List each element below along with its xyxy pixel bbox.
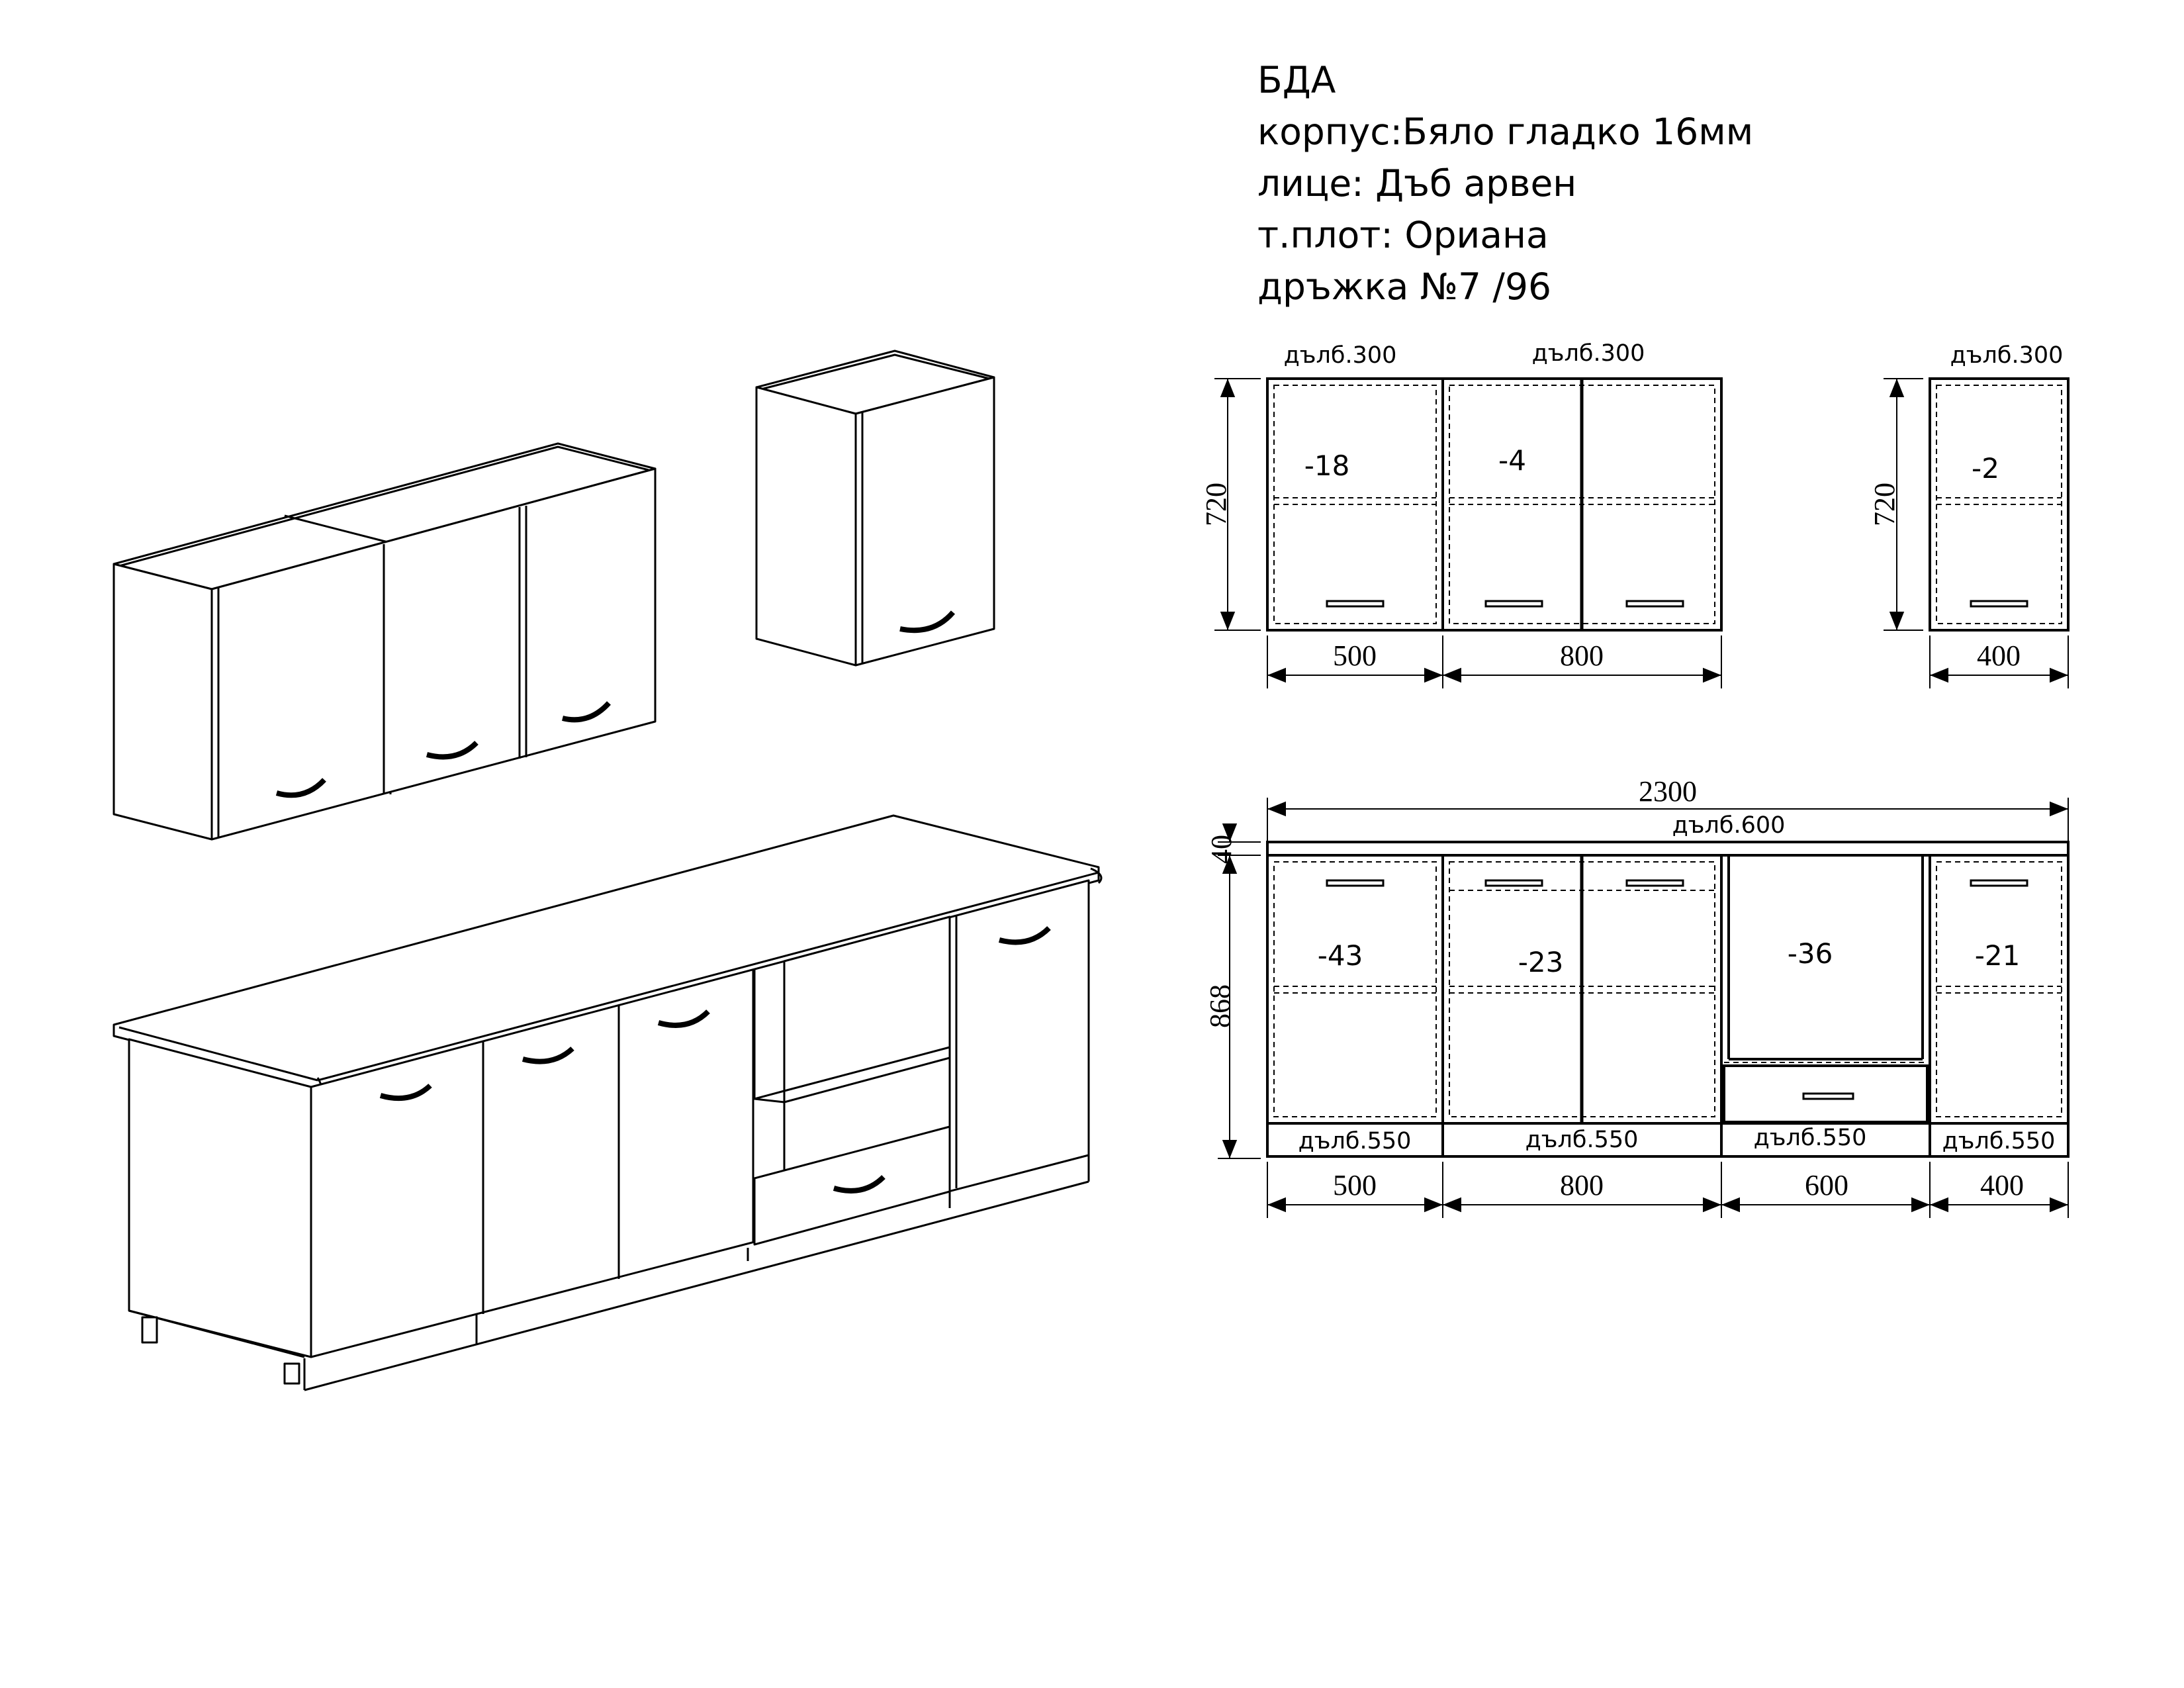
lower-width-a: 500 bbox=[1333, 1169, 1377, 1201]
lower-code-c: -36 bbox=[1788, 937, 1833, 970]
lower-code-a: -43 bbox=[1318, 939, 1363, 972]
upper-elevation: дълб.300 дълб.300 дълб.300 bbox=[1200, 340, 2070, 688]
worktop bbox=[1266, 841, 2070, 857]
lower-width-d: 400 bbox=[1980, 1169, 2024, 1201]
upper-width-b: 800 bbox=[1560, 639, 1604, 672]
isometric-view bbox=[113, 350, 1103, 1391]
upper-height-dim-right: 720 bbox=[1868, 483, 1901, 526]
upper-width-a: 500 bbox=[1333, 639, 1377, 672]
upper-width-c: 400 bbox=[1977, 639, 2021, 672]
spec-face: лице: Дъб арвен bbox=[1257, 162, 1577, 205]
lower-height-dim: 868 bbox=[1204, 984, 1236, 1028]
spec-top: т.плот: Ориана bbox=[1257, 214, 1549, 256]
lower-depth-d: дълб.550 bbox=[1942, 1128, 2056, 1154]
upper-cabinet-iso bbox=[113, 442, 657, 841]
upper-height-dim: 720 bbox=[1200, 483, 1232, 526]
lower-width-c: 600 bbox=[1805, 1169, 1848, 1201]
spec-body: корпус:Бяло гладко 16мм bbox=[1257, 111, 1754, 153]
lower-depth-a: дълб.550 bbox=[1298, 1128, 1412, 1154]
spec-block: БДА корпус:Бяло гладко 16мм лице: Дъб ар… bbox=[1257, 54, 1753, 312]
lower-total-dim: 2300 bbox=[1639, 775, 1697, 808]
upper-code-c: -2 bbox=[1972, 452, 1999, 485]
spec-handle: дръжка №7 /96 bbox=[1257, 265, 1551, 308]
lower-depth-b: дълб.550 bbox=[1525, 1127, 1639, 1153]
upper-depth-right: дълб.300 bbox=[1950, 342, 2064, 369]
lower-depth-c: дълб.550 bbox=[1754, 1125, 1867, 1151]
base-cabinets-iso bbox=[113, 814, 1103, 1391]
lower-code-b: -23 bbox=[1518, 946, 1564, 978]
worktop-thickness-dim: 40 bbox=[1205, 835, 1238, 864]
upper-code-b: -4 bbox=[1498, 444, 1526, 477]
upper-single-cabinet-iso bbox=[755, 350, 995, 667]
lower-width-b: 800 bbox=[1560, 1169, 1604, 1201]
spec-name: БДА bbox=[1257, 59, 1336, 101]
upper-depth-left: дълб.300 bbox=[1284, 342, 1397, 369]
lower-code-d: -21 bbox=[1975, 939, 2021, 972]
upper-code-a: -18 bbox=[1304, 449, 1350, 482]
upper-depth-mid: дълб.300 bbox=[1532, 340, 1645, 367]
lower-elevation: 2300 дълб.600 bbox=[1204, 775, 2070, 1218]
worktop-depth: дълб.600 bbox=[1672, 812, 1786, 839]
